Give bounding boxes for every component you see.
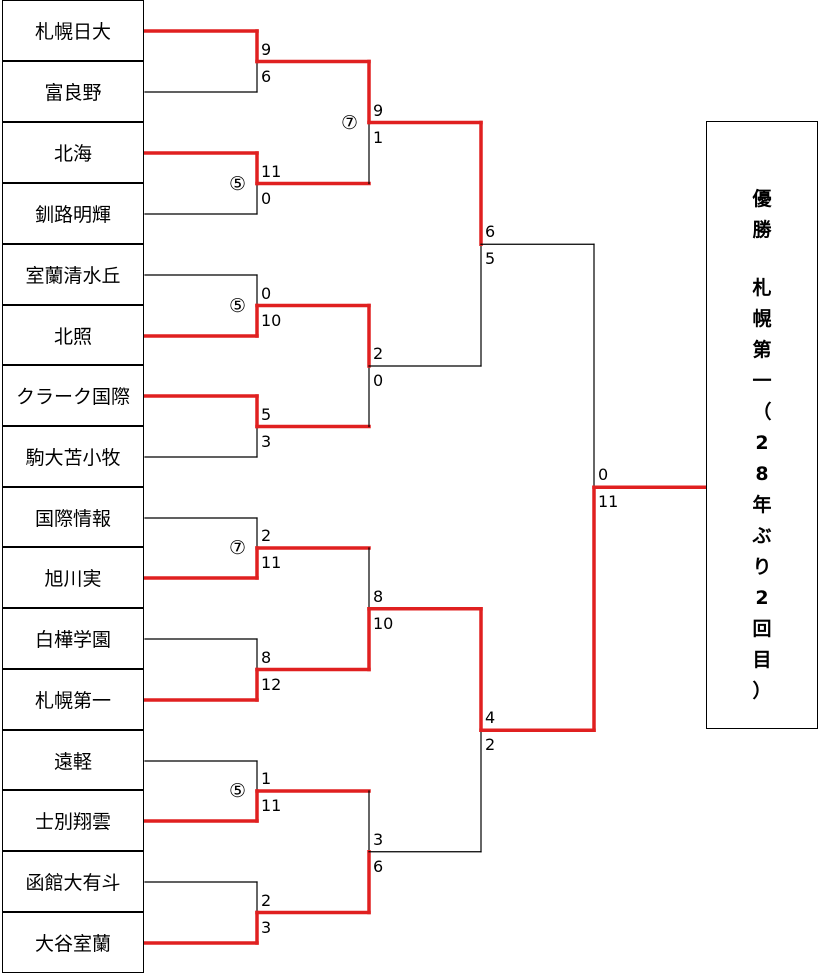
score-bottom: 0 (373, 371, 384, 390)
team-name: 白樺学園 (34, 629, 111, 651)
team-box: 旭川実 (2, 547, 144, 608)
team-box: 富良野 (2, 61, 144, 122)
champion-char: 2 (755, 432, 769, 454)
inning-mark: ⑦ (229, 537, 247, 559)
inning-mark: ⑦ (341, 111, 359, 134)
team-name: 札幌第一 (34, 690, 111, 712)
team-box: クラーク国際 (2, 365, 144, 426)
score-bottom: 12 (261, 674, 282, 694)
champion-char: 一 (752, 370, 772, 392)
champion-char: 幌 (752, 308, 772, 330)
score-top: 1 (261, 769, 272, 788)
team-name: 旭川実 (44, 568, 102, 590)
team-box: 釧路明輝 (2, 183, 144, 244)
score-top: 2 (373, 344, 384, 363)
team-name: 国際情報 (34, 507, 111, 530)
score-bottom: 11 (598, 492, 619, 512)
score-bottom: 6 (373, 856, 384, 876)
score-top: 8 (373, 586, 384, 606)
champion-char: 2 (755, 587, 769, 609)
champion-char: ） (752, 680, 772, 702)
score-top: 0 (261, 283, 272, 303)
score-bottom: 2 (485, 735, 496, 755)
team-name: 駒大苫小牧 (25, 447, 121, 469)
champion-box: 優勝札幌第一 （ 2 8 年ぶり 2 回目 ） (706, 121, 818, 729)
champion-char: 第 (752, 339, 772, 361)
score-bottom: 10 (373, 613, 394, 633)
team-box: 白樺学園 (2, 608, 144, 669)
score-bottom: 1 (373, 127, 384, 147)
score-bottom: 6 (261, 66, 272, 86)
score-bottom: 10 (261, 310, 282, 330)
score-bottom: 0 (261, 188, 272, 208)
team-name: 大谷室蘭 (34, 933, 111, 955)
score-top: 3 (373, 829, 384, 849)
inning-mark: ⑤ (229, 172, 247, 195)
team-box: 遠軽 (2, 730, 144, 790)
score-top: 9 (373, 100, 384, 120)
team-box: 国際情報 (2, 487, 144, 547)
score-top: 5 (261, 404, 272, 424)
team-box: 駒大苫小牧 (2, 426, 144, 487)
team-name: 富良野 (44, 82, 102, 104)
champion-char: り (752, 556, 772, 578)
team-name: 室蘭清水丘 (25, 265, 121, 287)
champion-char: （ (752, 401, 772, 423)
score-top: 2 (261, 890, 272, 910)
inning-mark: ⑤ (229, 780, 247, 802)
team-name: 釧路明輝 (34, 204, 111, 226)
score-bottom: 11 (261, 796, 282, 815)
team-name: 札幌日大 (34, 21, 111, 43)
team-name: 函館大有斗 (25, 872, 121, 894)
score-top: 2 (261, 526, 272, 545)
team-name: 北照 (53, 325, 92, 348)
champion-char: 回 (752, 618, 772, 640)
champion-char: 札 (752, 277, 772, 299)
score-bottom: 3 (261, 917, 272, 937)
champion-char: 優 (752, 188, 772, 210)
team-box: 函館大有斗 (2, 851, 144, 912)
champion-char: 8 (755, 463, 769, 485)
score-bottom: 5 (485, 249, 496, 269)
score-top: 0 (598, 465, 609, 485)
champion-char: ぶ (752, 525, 772, 547)
team-box: 大谷室蘭 (2, 912, 144, 973)
team-name: クラーク国際 (15, 386, 130, 408)
team-name: 士別翔雲 (34, 811, 111, 833)
team-name: 北海 (53, 143, 92, 165)
team-box: 北海 (2, 122, 144, 183)
team-box: 室蘭清水丘 (2, 244, 144, 305)
inning-mark: ⑤ (229, 294, 247, 317)
team-box: 北照 (2, 305, 144, 365)
score-top: 9 (261, 39, 272, 59)
score-top: 11 (261, 161, 282, 181)
score-top: 6 (485, 222, 496, 242)
team-box: 札幌第一 (2, 669, 144, 730)
score-bottom: 11 (261, 553, 282, 572)
team-box: 士別翔雲 (2, 790, 144, 851)
score-bottom: 3 (261, 431, 272, 451)
champion-char: 目 (752, 649, 772, 671)
score-top: 8 (261, 647, 272, 667)
champion-char: 勝 (752, 219, 772, 241)
score-top: 4 (485, 708, 496, 728)
team-box: 札幌日大 (2, 0, 144, 61)
champion-char: 年 (752, 494, 772, 516)
team-name: 遠軽 (53, 750, 92, 773)
